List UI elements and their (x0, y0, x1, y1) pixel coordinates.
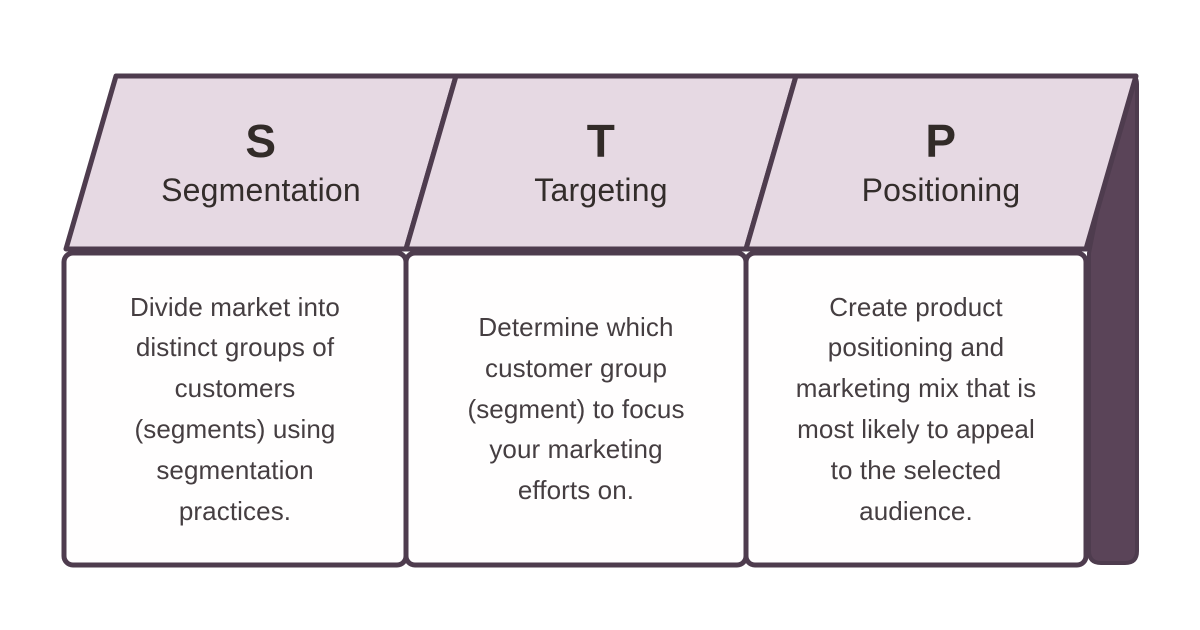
segmentation-header-shape (63, 73, 459, 252)
targeting-header-shape (403, 73, 799, 252)
segmentation-body-box (61, 250, 409, 568)
positioning-body-box (743, 250, 1089, 568)
positioning-header-shape (743, 73, 1139, 252)
targeting-body-box (403, 250, 749, 568)
